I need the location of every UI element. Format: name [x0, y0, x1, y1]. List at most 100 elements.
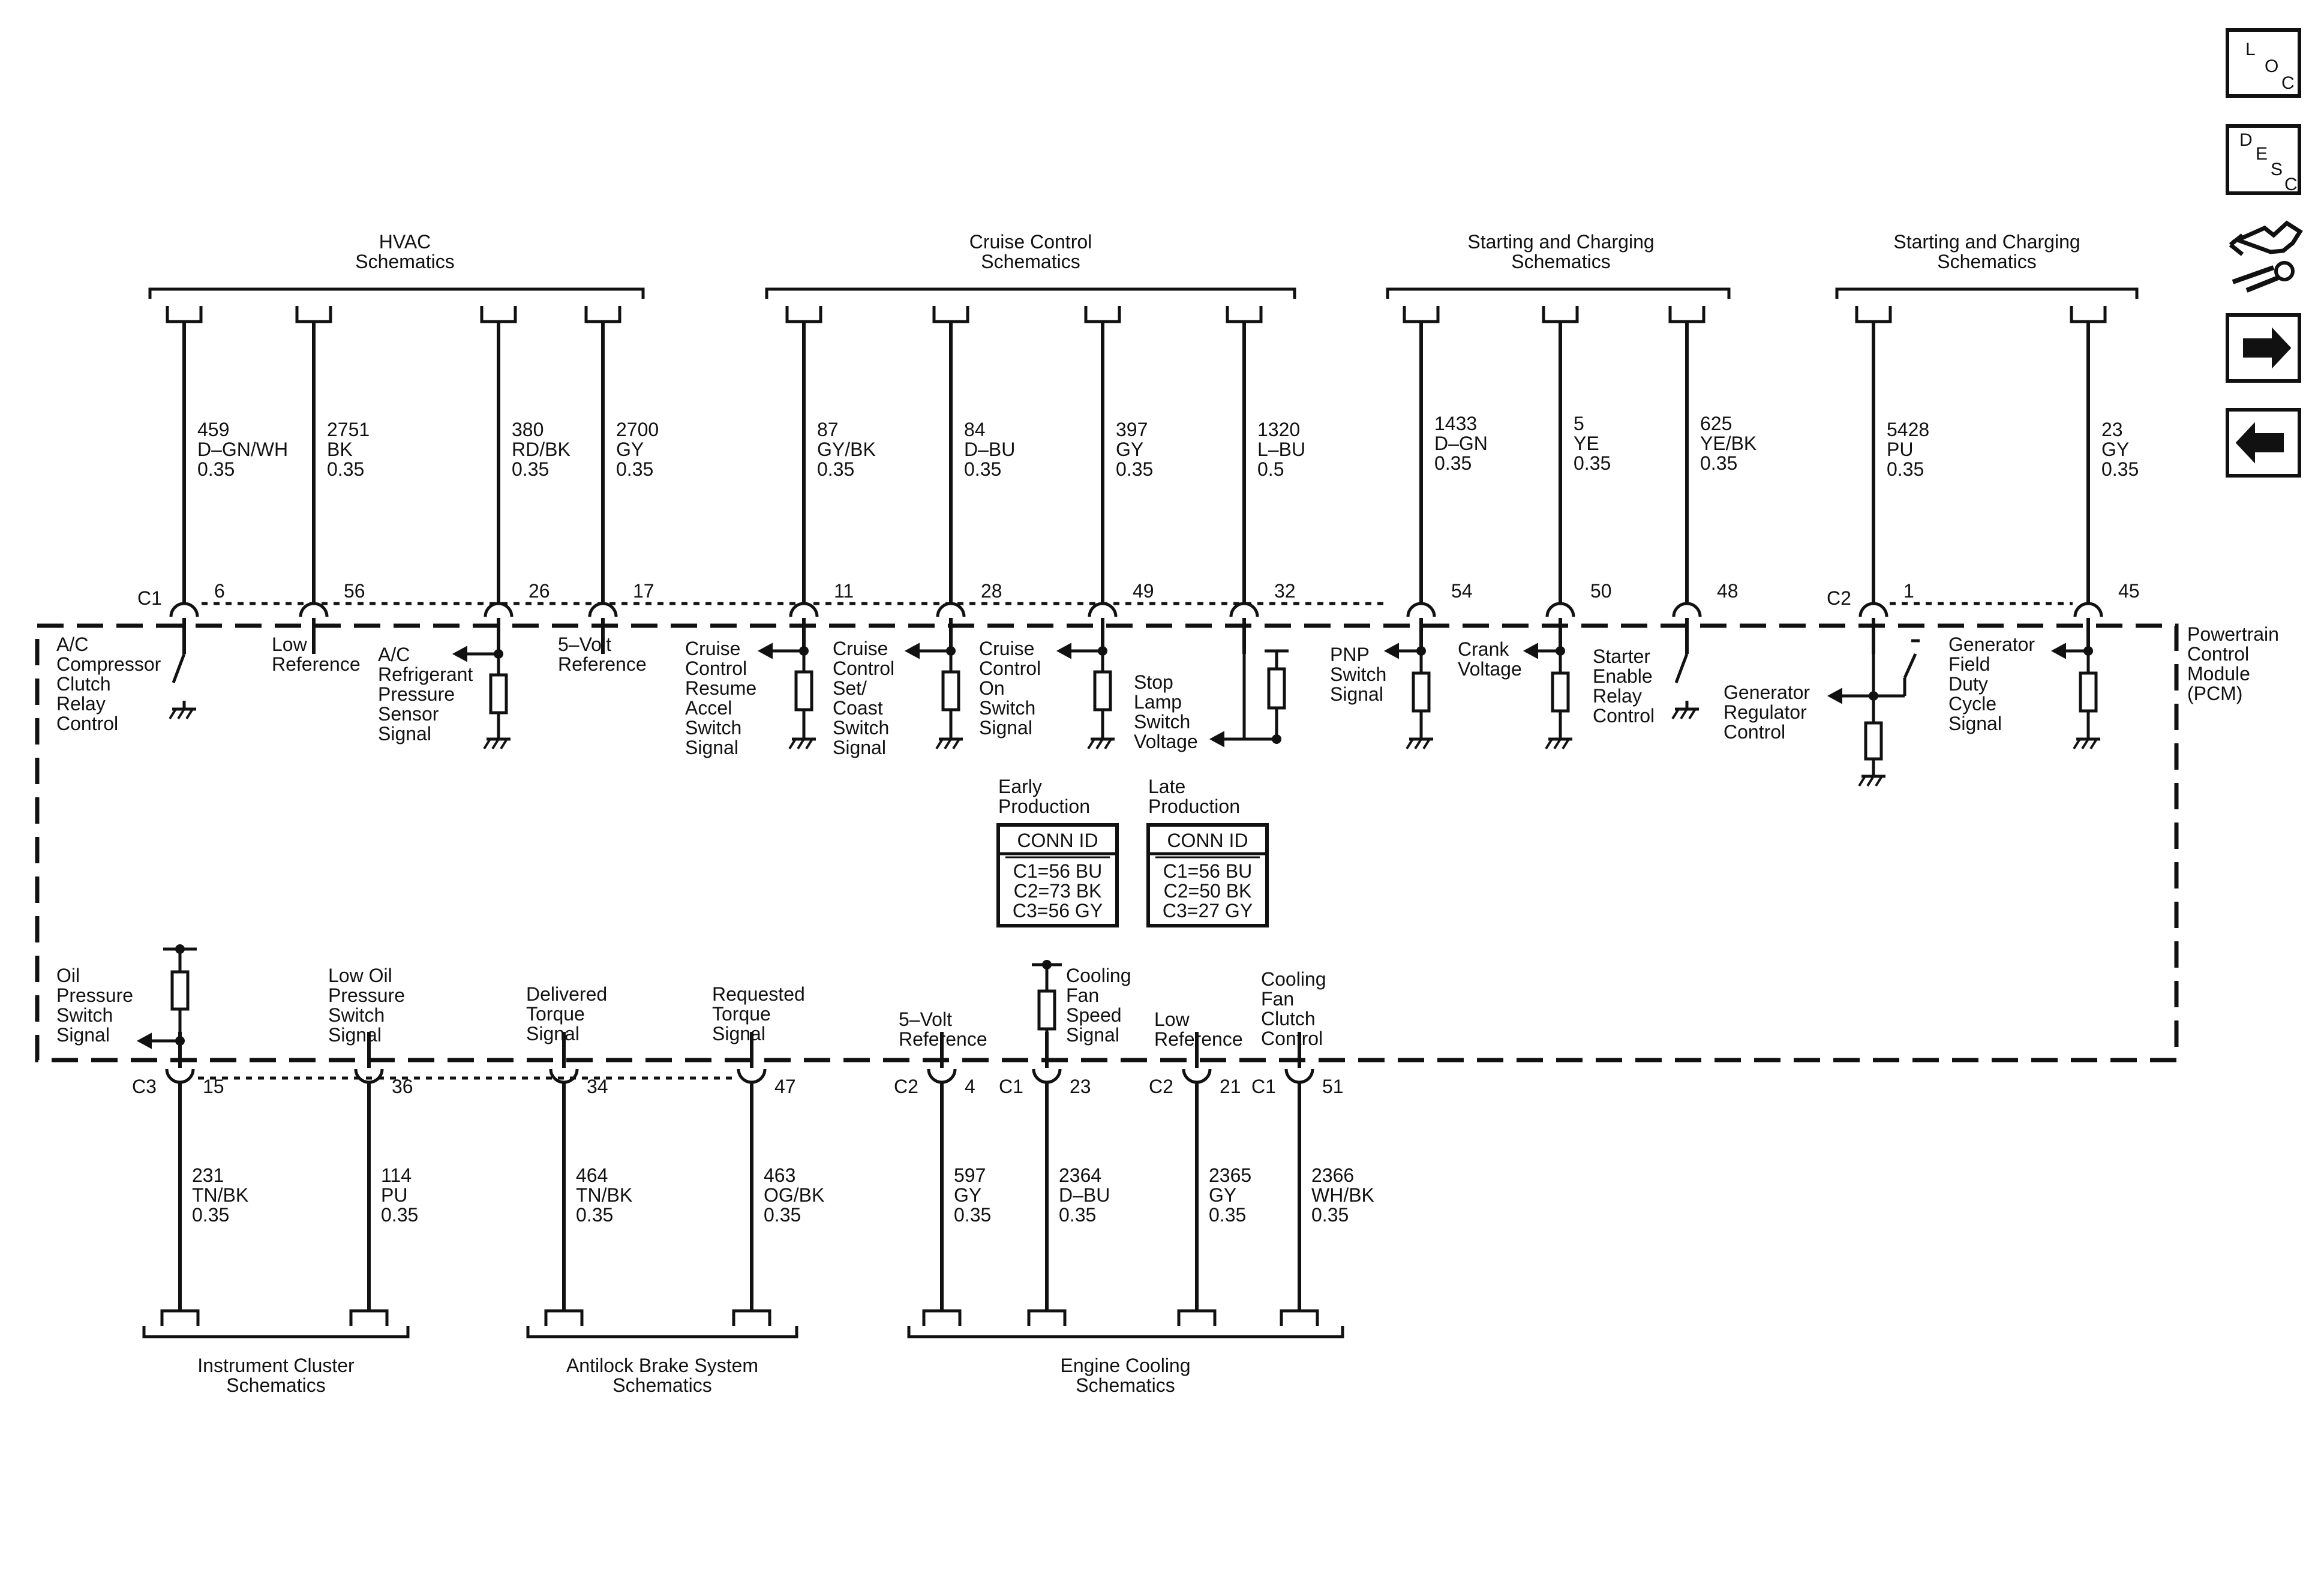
tool-arrow — [2229, 233, 2244, 256]
signal-label: Enable — [1593, 665, 1653, 687]
table-row: C3=27 GY — [1163, 900, 1253, 921]
module-label: Powertrain — [2187, 623, 2279, 645]
ground-hatch — [500, 738, 508, 750]
terminal-cap — [160, 1309, 200, 1326]
pin-symbol — [1545, 602, 1575, 617]
pin-number: 11 — [834, 580, 854, 602]
loc-button[interactable]: LOC — [2226, 28, 2301, 98]
signal-label: Control — [833, 658, 894, 679]
wire-gauge: 0.35 — [576, 1204, 613, 1226]
pin-symbol — [165, 1068, 195, 1084]
group-title: HVAC — [379, 231, 431, 253]
signal-label: Delivered — [526, 983, 607, 1005]
terminal-cap — [349, 1309, 389, 1326]
signal-label: Speed — [1066, 1004, 1122, 1026]
signal-label: Switch — [979, 697, 1035, 719]
wire-gauge: 0.35 — [512, 458, 549, 480]
signal-label: Oil — [56, 965, 80, 986]
wire-segment — [1903, 653, 1917, 679]
signal-label: 5–Volt — [899, 1008, 952, 1030]
signal-label: Signal — [685, 737, 738, 758]
terminal-cap — [544, 1309, 584, 1326]
signal-label: Signal — [328, 1024, 382, 1046]
pin-number: 21 — [1220, 1076, 1241, 1097]
ground-hatch — [1095, 738, 1104, 750]
bracket-line — [1835, 287, 2139, 299]
signal-label: Signal — [526, 1023, 580, 1044]
wire-color: D–BU — [1059, 1184, 1110, 1206]
group-title: Instrument Cluster — [197, 1355, 355, 1376]
table-heading: Production — [1148, 795, 1240, 817]
group-title: Schematics — [226, 1374, 325, 1396]
terminal-cap — [1668, 306, 1706, 323]
circuit-number: 1433 — [1434, 413, 1477, 434]
terminal-cap — [295, 306, 332, 323]
terminal-cap — [1027, 1309, 1067, 1326]
signal-label: Clutch — [1261, 1008, 1316, 1029]
tool-outline — [2232, 220, 2303, 254]
ground-hatch — [1688, 708, 1697, 720]
ground-hatch — [1545, 738, 1553, 750]
ground-hatch — [169, 708, 177, 720]
arrow-right-icon — [2243, 327, 2292, 369]
pin-symbol — [1406, 602, 1436, 617]
ground-hatch — [2073, 738, 2081, 750]
bracket-line — [142, 1326, 410, 1338]
signal-label: Fan — [1261, 988, 1294, 1010]
signal-label: Switch — [56, 1004, 113, 1026]
previous-button[interactable] — [2226, 408, 2301, 478]
table-row: C1=56 BU — [1013, 860, 1103, 882]
signal-label: Cruise — [685, 638, 740, 659]
connector-tool-icon[interactable] — [2229, 220, 2303, 293]
resistor — [2079, 671, 2098, 713]
connector-id: C1 — [1251, 1076, 1276, 1097]
ground-hatch — [1087, 738, 1095, 750]
wrench-head — [2274, 261, 2295, 281]
wire-color: GY — [616, 439, 644, 460]
signal-label: Lamp — [1134, 691, 1182, 713]
ground-hatch — [1671, 708, 1680, 720]
table-row: C3=56 GY — [1013, 900, 1103, 921]
connector-id: C2 — [1149, 1076, 1173, 1097]
signal-label: Switch — [833, 717, 889, 739]
signal-label: Accel — [685, 697, 732, 719]
signal-arrowhead — [452, 646, 467, 662]
next-button[interactable] — [2226, 313, 2301, 383]
connector-id: C1 — [999, 1076, 1023, 1097]
signal-label: Signal — [378, 723, 431, 745]
signal-label: Signal — [56, 1024, 110, 1046]
group-title: Schematics — [355, 251, 454, 272]
pin-number: 26 — [529, 580, 550, 602]
signal-label: Control — [979, 658, 1041, 679]
circuit-number: 2366 — [1311, 1164, 1354, 1186]
wire-color: GY/BK — [817, 439, 876, 460]
pin-symbol — [927, 1068, 957, 1084]
resistor — [794, 670, 813, 712]
signal-label: Generator — [1948, 634, 2035, 655]
wire-color: YE — [1574, 433, 1599, 454]
resistor — [1037, 989, 1056, 1031]
